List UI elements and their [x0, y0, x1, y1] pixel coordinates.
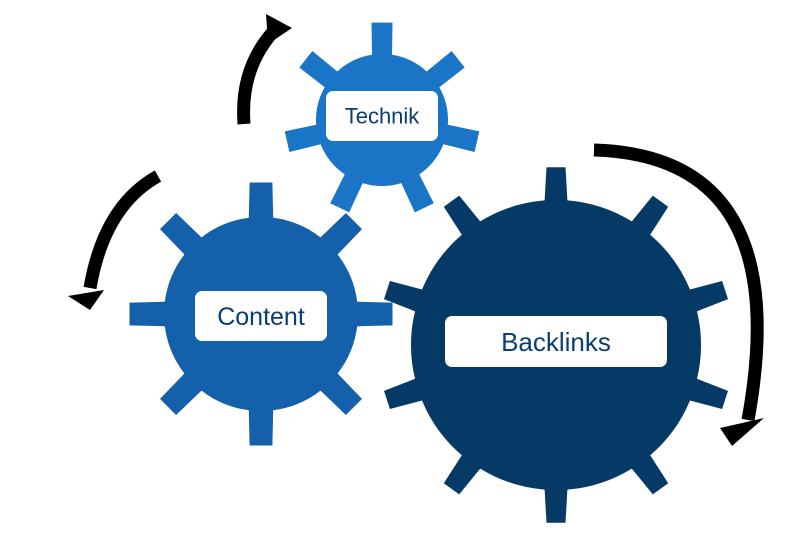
arrow-left-shaft: [83, 170, 162, 290]
gear-label-backlinks-box: Backlinks: [445, 316, 667, 367]
label-background: [195, 291, 327, 341]
gear-label-content: Content: [217, 303, 305, 331]
gear-label-backlinks: Backlinks: [501, 327, 611, 357]
arrow-right-shaft: [593, 143, 764, 422]
arrow-left-head: [68, 290, 104, 310]
arrow-right-head: [720, 418, 764, 446]
label-background: [326, 91, 438, 141]
gear-label-content-box: Content: [195, 291, 327, 341]
label-background: [445, 316, 667, 367]
curved-arrow-icon-top: [237, 14, 292, 125]
arrow-top-shaft: [237, 28, 278, 125]
gear-label-technik-box: Technik: [326, 91, 438, 141]
arrow-top-head: [266, 14, 292, 44]
curved-arrow-icon-right: [593, 143, 764, 446]
curved-arrow-icon-left: [68, 170, 162, 310]
gear-label-technik: Technik: [345, 104, 421, 129]
